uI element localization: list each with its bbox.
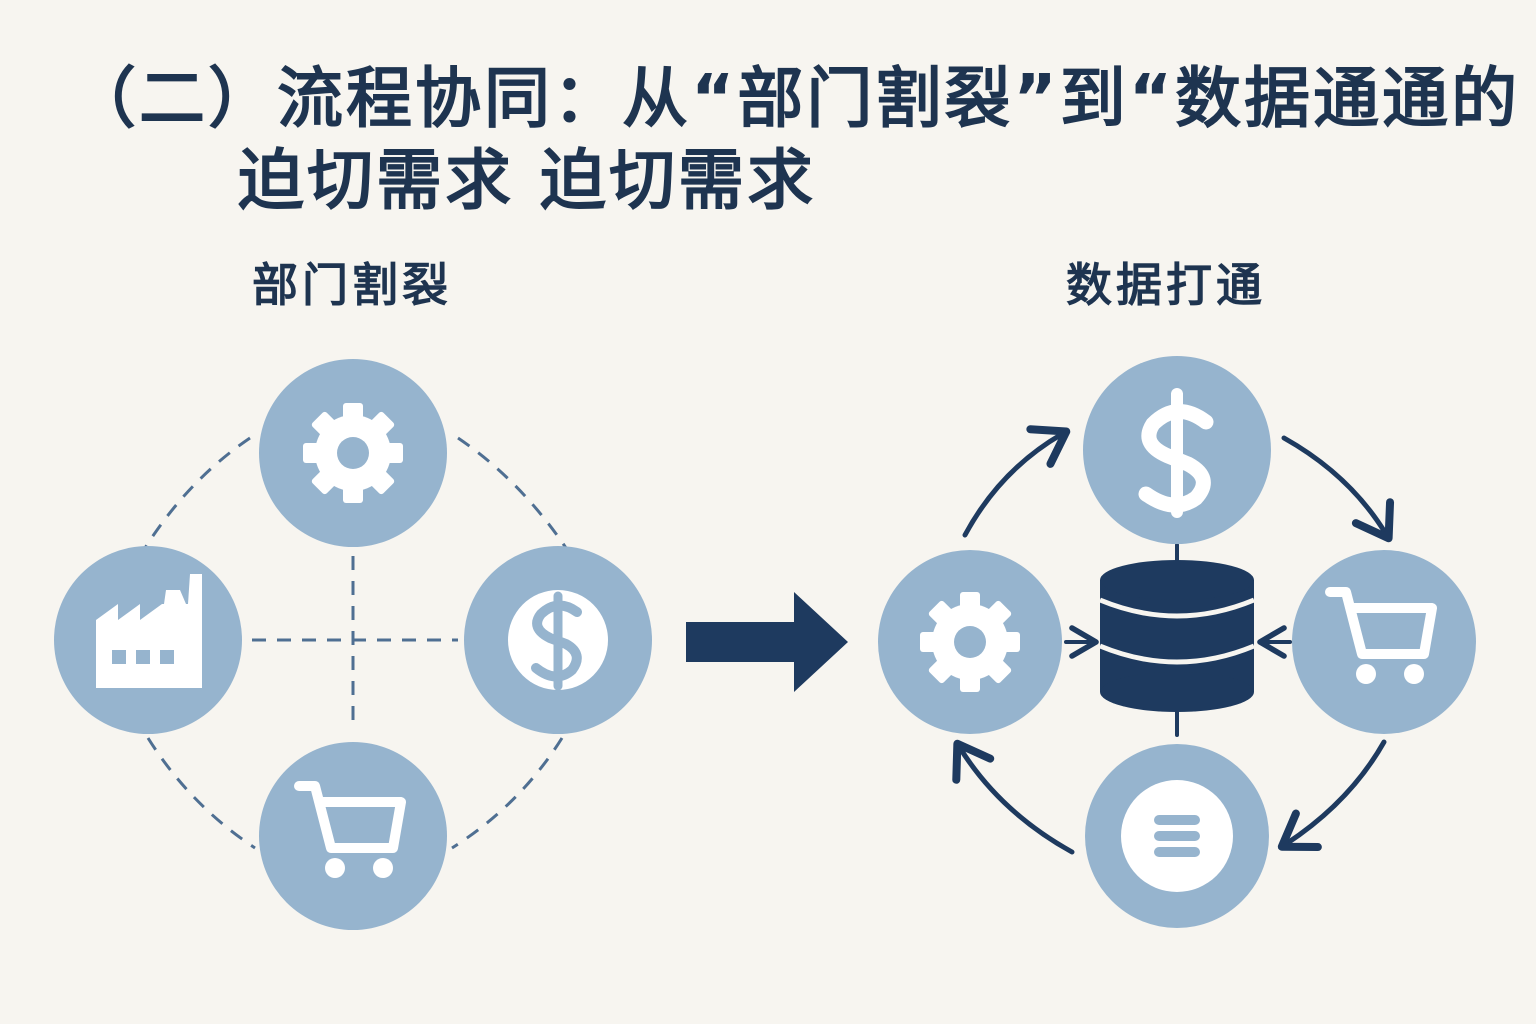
left-panel: [54, 359, 652, 930]
right-dollar-node: [1083, 356, 1271, 544]
left-dollar-node: [464, 546, 652, 734]
dashed-connections: [143, 436, 568, 850]
cycle-arrow-dollar-to-cart: [1281, 435, 1395, 543]
database-icon: [1099, 560, 1255, 712]
title-line-1: （二）流程协同：从“部门割裂”到“数据通通的: [70, 60, 1521, 137]
left-factory-node: [54, 546, 242, 734]
dollar-icon: [508, 590, 608, 691]
right-list-node: [1085, 744, 1269, 928]
gear-icon: [920, 592, 1020, 692]
left-cart-node: [259, 742, 447, 930]
left-panel-label: 部门割裂: [252, 258, 452, 312]
cycle-arrow-gear-to-dollar: [962, 425, 1071, 538]
right-gear-node: [878, 550, 1062, 734]
dashed-link-gear-factory: [143, 436, 251, 549]
right-panel-label: 数据打通: [1066, 258, 1266, 312]
factory-icon: [96, 574, 202, 688]
cycle-arrow-list-to-gear: [952, 739, 1075, 855]
dashed-link-factory-cart: [146, 737, 256, 850]
dashed-link-gear-dollar: [457, 436, 568, 549]
title-line-2: 迫切需求 迫切需求: [238, 142, 816, 219]
dollar-icon: [1138, 388, 1214, 518]
list-icon: [1121, 780, 1233, 892]
gear-icon: [303, 403, 403, 503]
left-gear-node: [259, 359, 447, 547]
dashed-link-dollar-cart: [451, 737, 564, 850]
cycle-arrow-cart-to-list: [1277, 739, 1387, 851]
right-panel: [878, 356, 1476, 928]
right-arrow-icon: [686, 592, 848, 692]
right-cart-node: [1292, 550, 1476, 734]
cycle-arrows: [952, 425, 1395, 855]
